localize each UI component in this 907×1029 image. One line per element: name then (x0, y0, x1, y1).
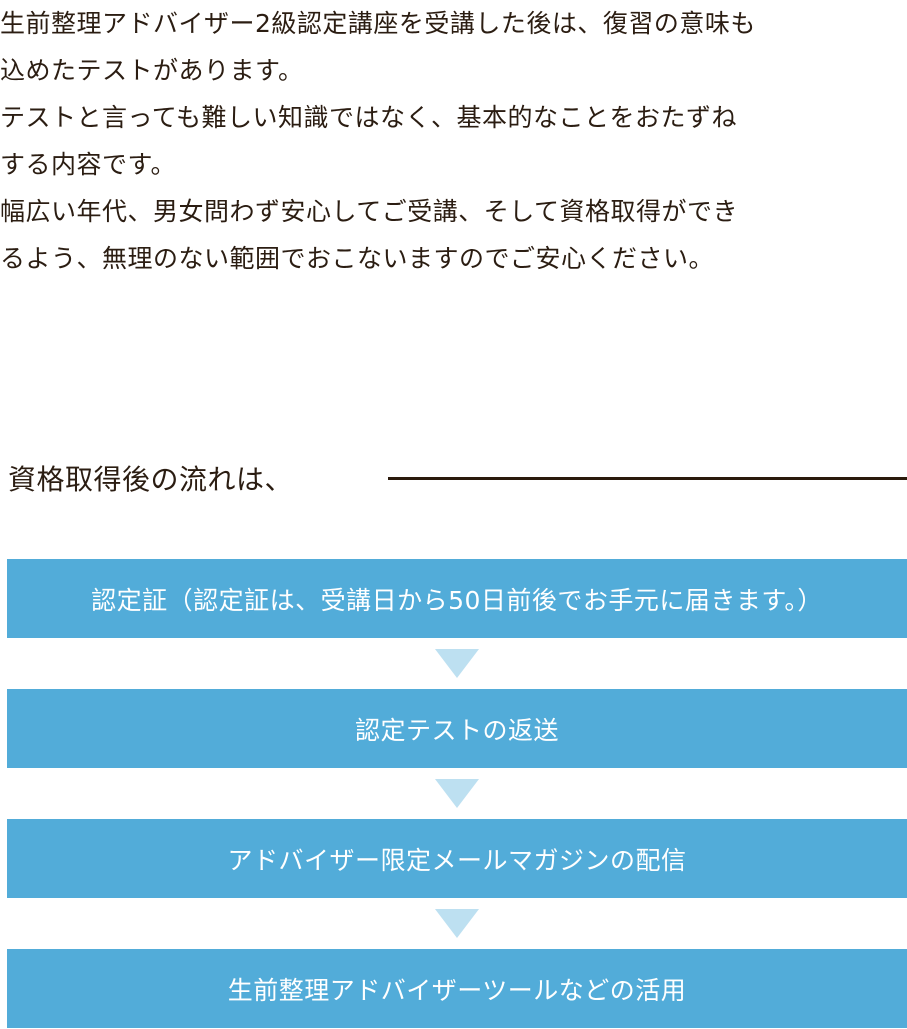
heading-divider (388, 477, 907, 480)
flow-heading: 資格取得後の流れは、 (8, 455, 907, 501)
intro-line: テストと言っても難しい知識ではなく、基本的なことをおたずね (0, 103, 738, 132)
intro-section: 生前整理アドバイザー2級認定講座を受講した後は、復習の意味も 込めたテストがあり… (0, 0, 907, 282)
flow-step-label: 認定証（認定証は、受講日から50日前後でお手元に届きます。） (91, 585, 823, 615)
intro-line: 生前整理アドバイザー2級認定講座を受講した後は、復習の意味も (0, 9, 756, 38)
flow-step-label: アドバイザー限定メールマガジンの配信 (227, 845, 687, 875)
flow-step-test-return: 認定テストの返送 (7, 689, 907, 768)
intro-paragraph-2: テストと言っても難しい知識ではなく、基本的なことをおたずね する内容です。 (0, 94, 907, 188)
intro-line: 込めたテストがあります。 (0, 56, 304, 85)
intro-line: るよう、無理のない範囲でおこないますのでご安心ください。 (0, 244, 715, 273)
down-arrow-icon (435, 909, 479, 938)
down-arrow-icon (435, 779, 479, 808)
intro-line: 幅広い年代、男女問わず安心してご受講、そして資格取得ができ (0, 197, 739, 226)
intro-paragraph-1: 生前整理アドバイザー2級認定講座を受講した後は、復習の意味も 込めたテストがあり… (0, 0, 907, 94)
intro-paragraph-3: 幅広い年代、男女問わず安心してご受講、そして資格取得ができ るよう、無理のない範… (0, 188, 907, 282)
flow-step-certificate: 認定証（認定証は、受講日から50日前後でお手元に届きます。） (7, 559, 907, 638)
intro-line: する内容です。 (0, 150, 177, 179)
flow-step-tools: 生前整理アドバイザーツールなどの活用 (7, 949, 907, 1028)
flow-heading-text: 資格取得後の流れは、 (8, 463, 294, 496)
flow-step-label: 認定テストの返送 (354, 715, 559, 745)
flow-step-mail-magazine: アドバイザー限定メールマガジンの配信 (7, 819, 907, 898)
flow-step-label: 生前整理アドバイザーツールなどの活用 (227, 975, 687, 1005)
down-arrow-icon (435, 649, 479, 678)
